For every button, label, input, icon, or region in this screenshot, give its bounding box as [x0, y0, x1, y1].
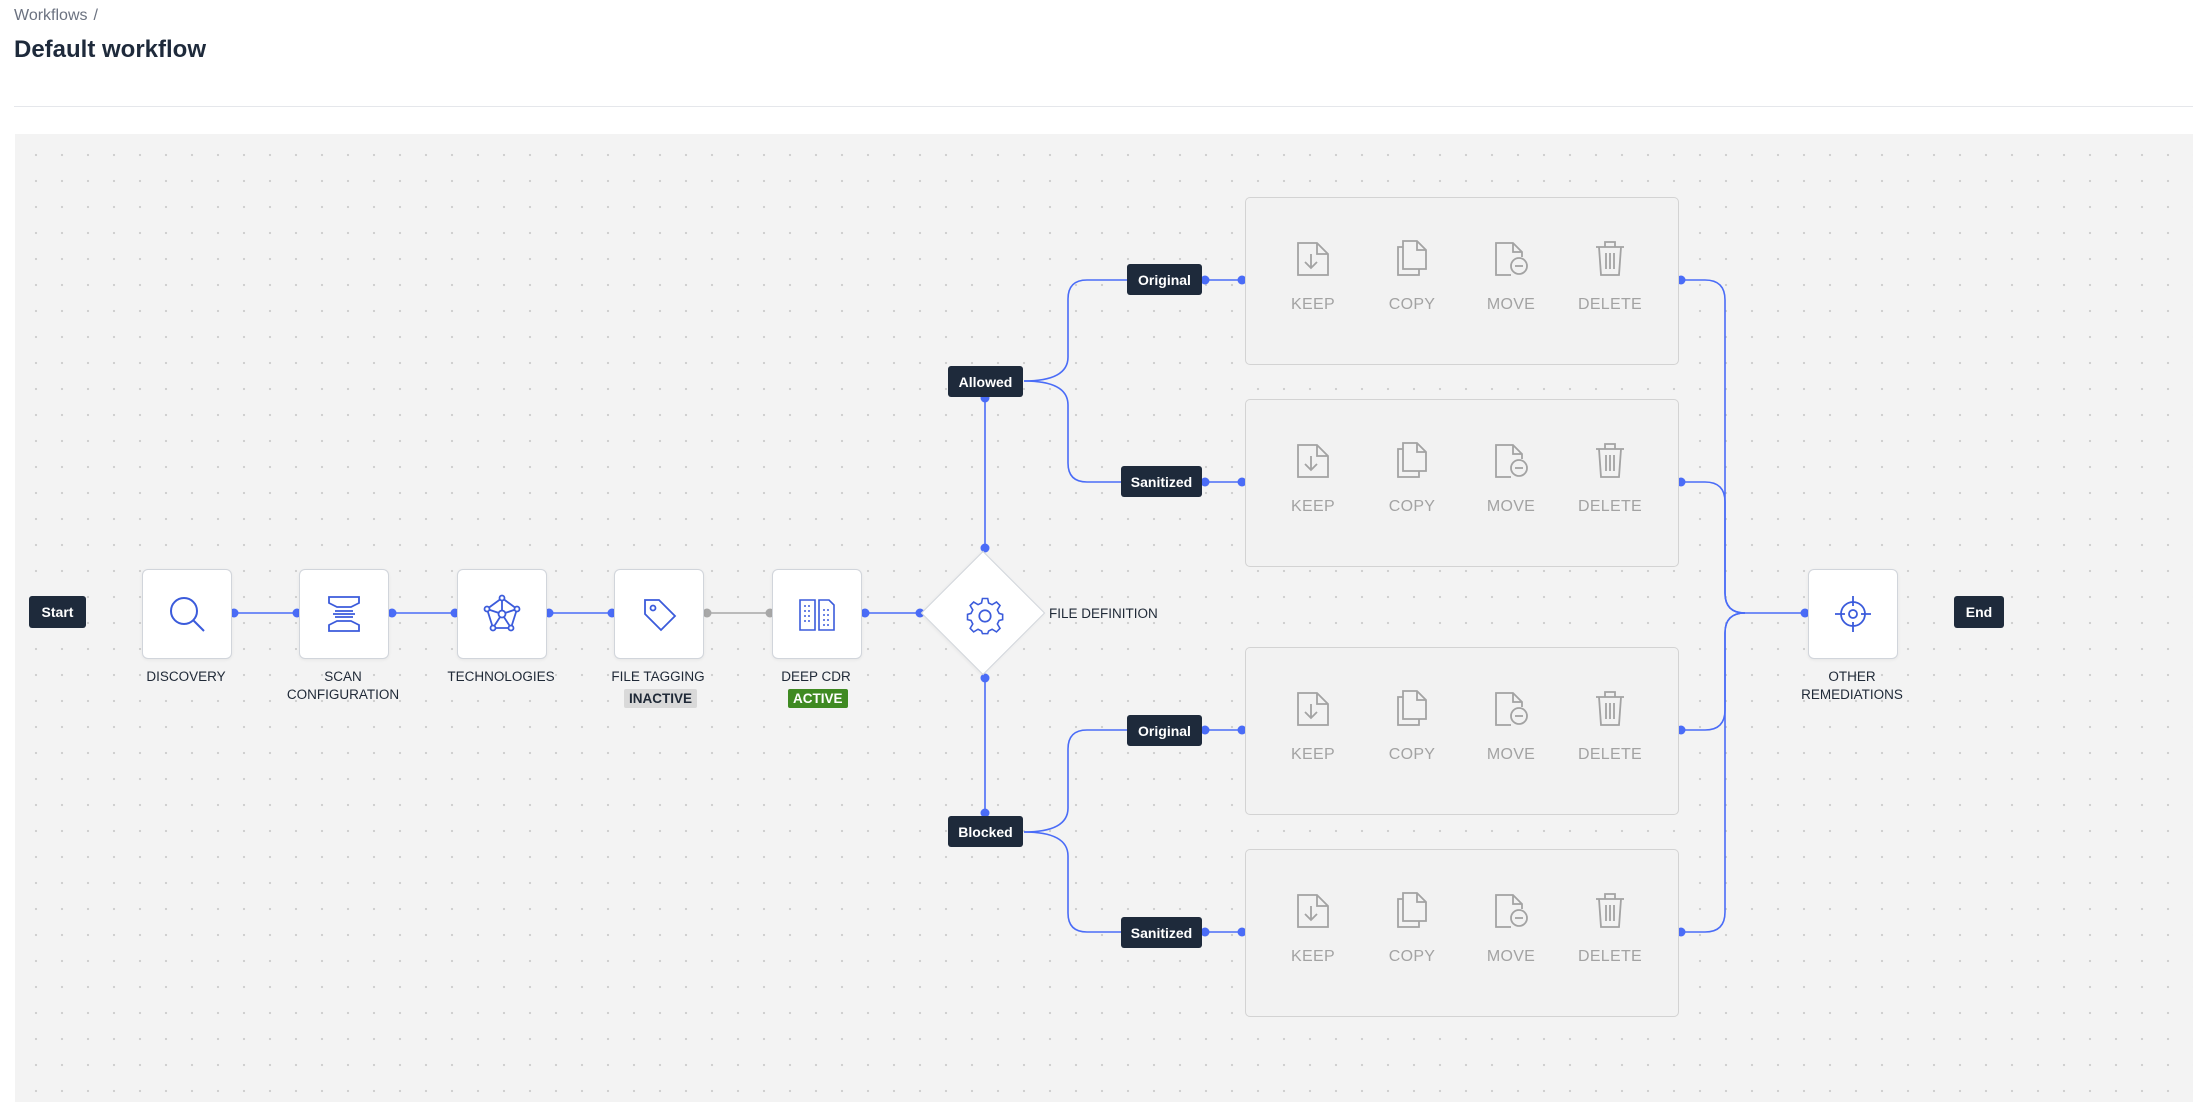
start-node: Start: [29, 596, 86, 628]
delete-action[interactable]: DELETE: [1565, 890, 1655, 966]
copy-label: COPY: [1388, 948, 1436, 965]
delete-label: DELETE: [1577, 498, 1643, 515]
copy-label: COPY: [1388, 296, 1436, 313]
keep-action[interactable]: KEEP: [1268, 440, 1358, 516]
actions-allowed-sanitized: KEEP COPY MOVE DELETE: [1245, 399, 1679, 567]
page-header: Workflows / Default workflow: [0, 0, 2199, 110]
copy-label: COPY: [1388, 498, 1436, 515]
copy-icon: [1397, 892, 1427, 928]
copy-label: COPY: [1388, 746, 1436, 763]
delete-action[interactable]: DELETE: [1565, 440, 1655, 516]
tag-icon: [644, 599, 677, 632]
file-tagging-status-badge: INACTIVE: [624, 689, 698, 708]
technologies-label: TECHNOLOGIES: [447, 669, 555, 684]
move-label: MOVE: [1486, 948, 1536, 965]
other-remediations-label-line2: REMEDIATIONS: [1801, 687, 1903, 702]
delete-label: DELETE: [1577, 296, 1643, 313]
trash-icon: [1596, 691, 1624, 726]
other-remediations-label-line1: OTHER: [1828, 669, 1876, 684]
technologies-node[interactable]: [457, 569, 547, 659]
keep-action[interactable]: KEEP: [1268, 238, 1358, 314]
file-download-icon: [1297, 444, 1329, 478]
search-icon: [170, 597, 205, 632]
delete-label: DELETE: [1577, 948, 1643, 965]
file-minus-icon: [1495, 444, 1528, 478]
file-download-icon: [1297, 692, 1329, 726]
blocked-sanitized-tag[interactable]: Sanitized: [1121, 917, 1202, 948]
copy-action[interactable]: COPY: [1367, 688, 1457, 764]
header-divider: [14, 106, 2193, 107]
file-download-icon: [1297, 894, 1329, 928]
delete-action[interactable]: DELETE: [1565, 688, 1655, 764]
copy-action[interactable]: COPY: [1367, 890, 1457, 966]
discovery-node[interactable]: [142, 569, 232, 659]
trash-icon: [1596, 893, 1624, 928]
move-action[interactable]: MOVE: [1466, 688, 1556, 764]
breadcrumb-separator: /: [93, 7, 98, 24]
breadcrumb: Workflows /: [14, 7, 98, 25]
deep-cdr-icon: [799, 599, 835, 631]
keep-label: KEEP: [1291, 948, 1335, 965]
deep-cdr-status-badge: ACTIVE: [788, 689, 848, 708]
other-remediations-label: OTHER REMEDIATIONS: [1777, 668, 1927, 704]
scan-icon: [328, 596, 360, 632]
allowed-tag[interactable]: Allowed: [948, 366, 1023, 397]
delete-label: DELETE: [1577, 746, 1643, 763]
file-minus-icon: [1495, 692, 1528, 726]
actions-blocked-sanitized: KEEP COPY MOVE DELETE: [1245, 849, 1679, 1017]
allowed-sanitized-tag[interactable]: Sanitized: [1121, 466, 1202, 497]
move-label: MOVE: [1486, 296, 1536, 313]
keep-action[interactable]: KEEP: [1268, 688, 1358, 764]
deep-cdr-label: DEEP CDR: [781, 669, 851, 684]
blocked-original-tag[interactable]: Original: [1127, 715, 1202, 746]
scan-configuration-label-line1: SCAN: [324, 669, 362, 684]
move-action[interactable]: MOVE: [1466, 440, 1556, 516]
actions-blocked-original: KEEP COPY MOVE DELETE: [1245, 647, 1679, 815]
copy-icon: [1397, 442, 1427, 478]
scan-configuration-label: SCAN CONFIGURATION: [268, 668, 418, 704]
deep-cdr-node[interactable]: [772, 569, 862, 659]
copy-icon: [1397, 240, 1427, 276]
technologies-icon: [483, 594, 521, 632]
blocked-tag[interactable]: Blocked: [948, 816, 1023, 847]
discovery-label: DISCOVERY: [146, 669, 226, 684]
actions-allowed-original: KEEP COPY MOVE DELETE: [1245, 197, 1679, 365]
allowed-original-tag[interactable]: Original: [1127, 264, 1202, 295]
keep-label: KEEP: [1291, 746, 1335, 763]
other-remediations-node[interactable]: [1808, 569, 1898, 659]
trash-icon: [1596, 241, 1624, 276]
file-definition-label: FILE DEFINITION: [1049, 606, 1158, 621]
end-node: End: [1954, 596, 2004, 628]
move-action[interactable]: MOVE: [1466, 890, 1556, 966]
move-label: MOVE: [1486, 746, 1536, 763]
file-download-icon: [1297, 242, 1329, 276]
breadcrumb-workflows-link[interactable]: Workflows: [14, 7, 88, 24]
page-title: Default workflow: [14, 36, 207, 63]
keep-label: KEEP: [1291, 498, 1335, 515]
move-label: MOVE: [1486, 498, 1536, 515]
scan-configuration-node[interactable]: [299, 569, 389, 659]
copy-action[interactable]: COPY: [1367, 440, 1457, 516]
copy-action[interactable]: COPY: [1367, 238, 1457, 314]
keep-label: KEEP: [1291, 296, 1335, 313]
move-action[interactable]: MOVE: [1466, 238, 1556, 314]
gear-icon: [966, 597, 1004, 635]
keep-action[interactable]: KEEP: [1268, 890, 1358, 966]
file-tagging-node[interactable]: [614, 569, 704, 659]
scan-configuration-label-line2: CONFIGURATION: [286, 687, 400, 702]
file-minus-icon: [1495, 242, 1528, 276]
crosshair-icon: [1835, 596, 1871, 632]
trash-icon: [1596, 443, 1624, 478]
copy-icon: [1397, 690, 1427, 726]
delete-action[interactable]: DELETE: [1565, 238, 1655, 314]
file-minus-icon: [1495, 894, 1528, 928]
file-tagging-label: FILE TAGGING: [611, 669, 705, 684]
